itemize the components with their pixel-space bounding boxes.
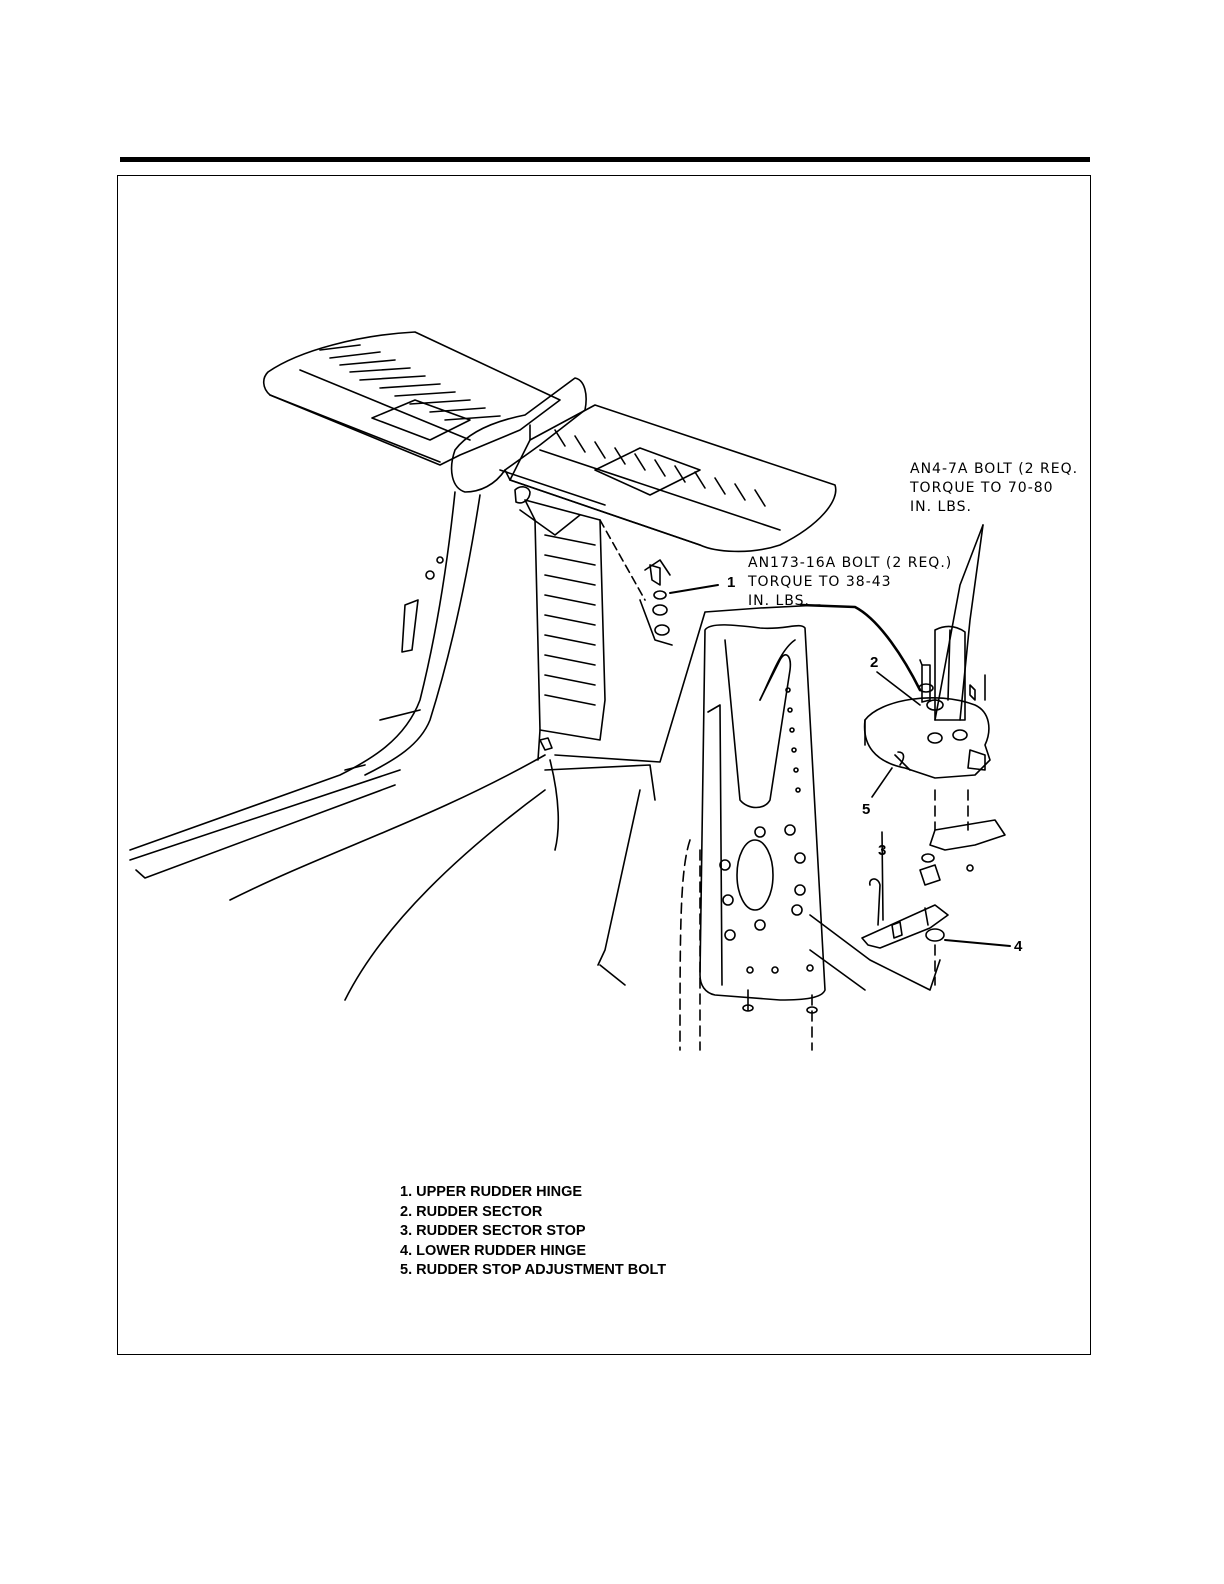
fin-tip-fairing xyxy=(452,378,587,492)
horizontal-stabilizer-right xyxy=(500,405,836,551)
an173-bolt-line1: AN173-16A BOLT (2 REQ.) xyxy=(748,554,952,573)
index-number-1: 1 xyxy=(727,574,735,591)
legend-item: 4. LOWER RUDDER HINGE xyxy=(400,1242,666,1262)
an173-bolt-callout: AN173-16A BOLT (2 REQ.) TORQUE TO 38-43 … xyxy=(748,554,952,611)
an4-bolt-line2: TORQUE TO 70-80 xyxy=(910,479,1078,498)
legend-item: 1. UPPER RUDDER HINGE xyxy=(400,1183,666,1203)
an4-bolt-line1: AN4-7A BOLT (2 REQ. xyxy=(910,460,1078,479)
rudder-spar xyxy=(680,625,940,1050)
an4-bolt-callout: AN4-7A BOLT (2 REQ. TORQUE TO 70-80 IN. … xyxy=(910,460,1078,517)
legend-item: 3. RUDDER SECTOR STOP xyxy=(400,1222,666,1242)
legend-item: 5. RUDDER STOP ADJUSTMENT BOLT xyxy=(400,1261,666,1281)
index-number-3: 3 xyxy=(878,842,886,859)
fuselage-spine xyxy=(130,492,480,878)
index-number-2: 2 xyxy=(870,654,878,671)
rudder-sector xyxy=(865,626,990,830)
rudder xyxy=(515,487,605,760)
an4-bolt-line3: IN. LBS. xyxy=(910,498,1078,517)
index-number-4: 4 xyxy=(1014,938,1022,955)
index-number-5: 5 xyxy=(862,801,870,818)
an173-bolt-line2: TORQUE TO 38-43 xyxy=(748,573,952,592)
an173-bolt-line3: IN. LBS. xyxy=(748,592,952,611)
legend-item: 2. RUDDER SECTOR xyxy=(400,1203,666,1223)
upper-hinge-exploded xyxy=(600,520,672,645)
parts-legend: 1. UPPER RUDDER HINGE 2. RUDDER SECTOR 3… xyxy=(400,1183,666,1281)
horizontal-stabilizer-left xyxy=(264,332,560,465)
